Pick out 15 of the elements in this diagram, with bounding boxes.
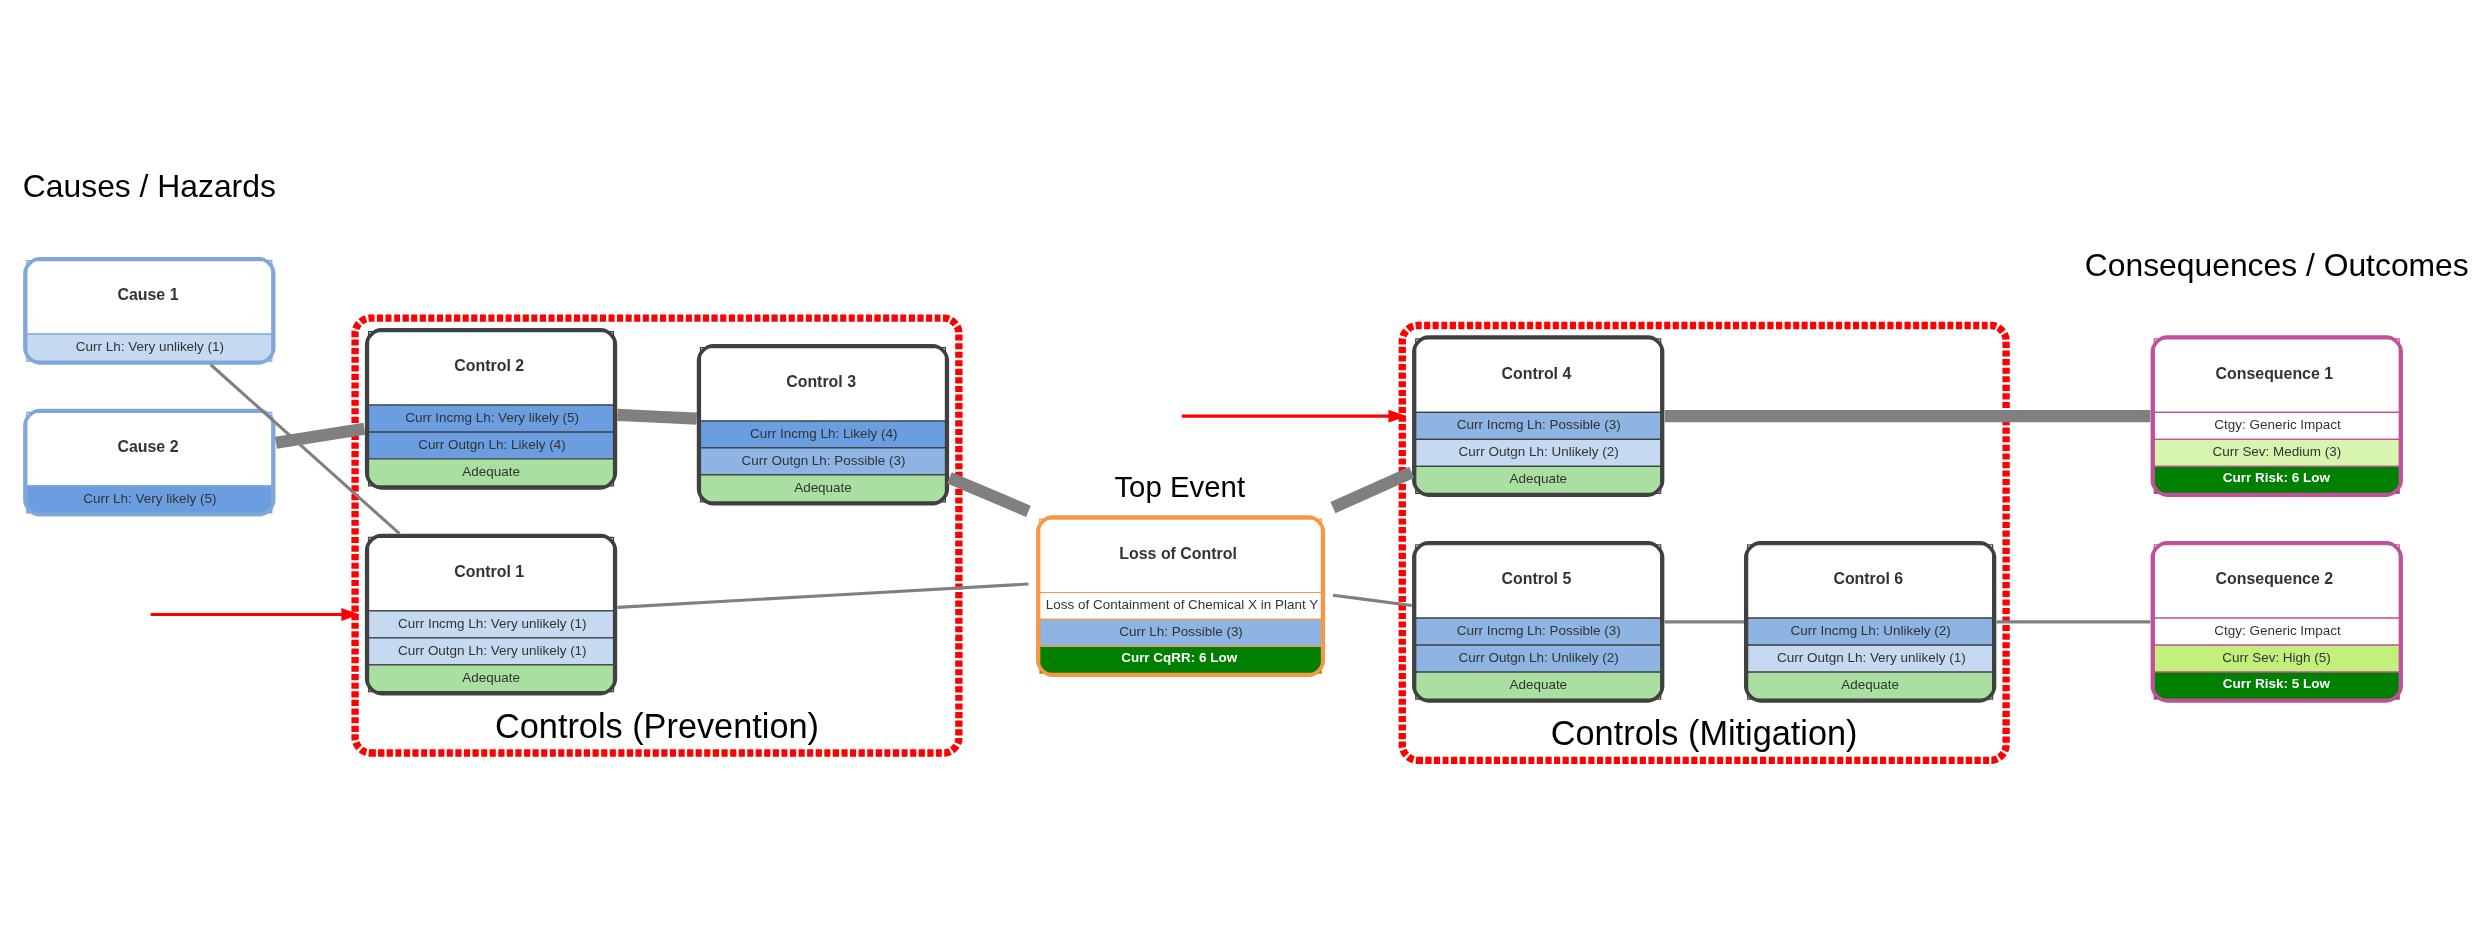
label: Causes / Hazards — [22, 168, 276, 205]
connector — [1996, 620, 2151, 624]
label: Consequences / Outcomes — [2084, 246, 2469, 283]
arrow — [150, 608, 360, 621]
connector — [1664, 620, 1744, 624]
connector — [274, 422, 366, 449]
connector — [617, 408, 698, 425]
connector — [1330, 466, 1415, 514]
connector — [209, 363, 401, 535]
connector — [1332, 593, 1412, 607]
connector — [1664, 410, 2151, 423]
connector — [617, 582, 1029, 609]
arrow — [1181, 409, 1407, 423]
node-label: Top Event — [1114, 470, 1246, 504]
connector — [947, 472, 1031, 517]
